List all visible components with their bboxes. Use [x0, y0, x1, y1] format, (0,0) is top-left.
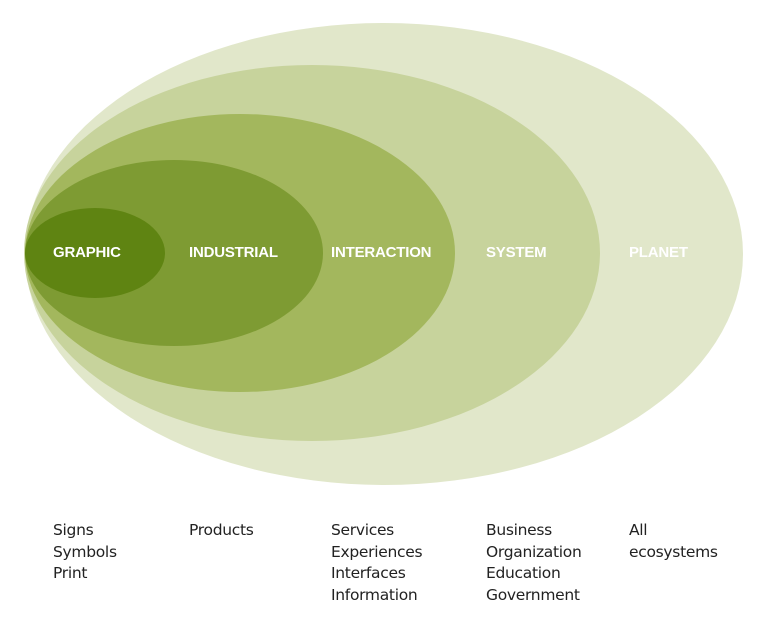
- planet-items: All ecosystems: [629, 520, 718, 563]
- industrial-items: Products: [189, 520, 254, 542]
- system-items: Business Organization Education Governme…: [486, 520, 582, 606]
- industrial-label: INDUSTRIAL: [189, 244, 278, 261]
- list-item: Services: [331, 521, 394, 539]
- interaction-items: Services Experiences Interfaces Informat…: [331, 520, 423, 606]
- system-label: SYSTEM: [486, 244, 547, 261]
- graphic-ellipse: [25, 208, 165, 298]
- graphic-items: Signs Symbols Print: [53, 520, 117, 585]
- list-item: All: [629, 521, 648, 539]
- list-item: Business: [486, 521, 552, 539]
- list-item: Organization: [486, 542, 582, 561]
- list-item: Signs: [53, 521, 94, 539]
- list-item: Print: [53, 564, 88, 582]
- list-item: Government: [486, 585, 580, 604]
- list-item: Products: [189, 521, 254, 539]
- list-item: Information: [331, 585, 418, 604]
- planet-label: PLANET: [629, 244, 688, 261]
- list-item: Interfaces: [331, 564, 406, 582]
- industrial-ellipse: [25, 160, 323, 346]
- interaction-label: INTERACTION: [331, 244, 432, 261]
- graphic-label: GRAPHIC: [53, 244, 121, 261]
- list-item: Symbols: [53, 542, 117, 561]
- list-item: Education: [486, 564, 561, 582]
- list-item: Experiences: [331, 542, 423, 561]
- list-item: ecosystems: [629, 542, 718, 561]
